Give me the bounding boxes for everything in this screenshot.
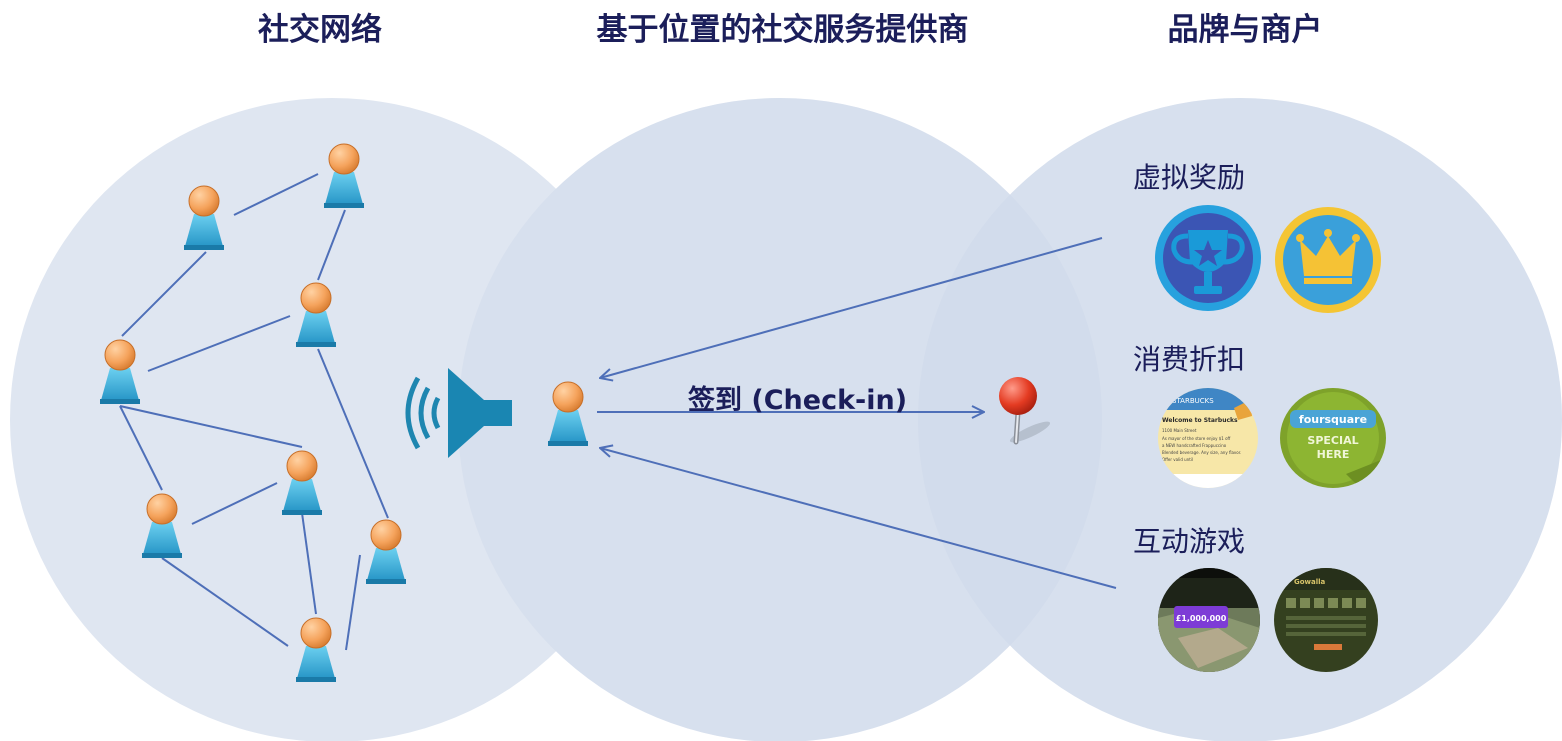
label-virtual-rewards: 虚拟奖励 xyxy=(1133,161,1246,194)
gowalla-brand: Gowalla xyxy=(1294,578,1326,586)
svg-text:As mayor of the store enjoy $1: As mayor of the store enjoy $1 off xyxy=(1162,436,1231,441)
label-interactive-games: 互动游戏 xyxy=(1133,525,1246,558)
svg-text:Blended beverage. Any size, an: Blended beverage. Any size, any flavor. xyxy=(1162,450,1241,455)
map-pin-icon xyxy=(999,377,1051,445)
svg-text:a NEW handcrafted Frappuccino: a NEW handcrafted Frappuccino xyxy=(1162,443,1227,448)
starbucks-offer-thumbnail: STARBUCKS Welcome to Starbucks 1100 Main… xyxy=(1158,388,1258,488)
game-arrow xyxy=(600,448,1117,589)
title-brands-merchants: 品牌与商户 xyxy=(1167,12,1323,48)
label-discounts: 消费折扣 xyxy=(1133,343,1246,376)
svg-text:Offer valid until: Offer valid until xyxy=(1162,457,1193,462)
svg-text:1100 Main Street: 1100 Main Street xyxy=(1162,428,1197,433)
speaker-icon xyxy=(405,368,512,458)
starbucks-title: Welcome to Starbucks xyxy=(1162,417,1238,424)
title-lbs-provider: 基于位置的社交服务提供商 xyxy=(596,12,969,48)
network-edges xyxy=(119,173,389,651)
starbucks-header: STARBUCKS xyxy=(1172,397,1214,405)
title-social-network: 社交网络 xyxy=(258,12,382,48)
foursquare-brand: foursquare xyxy=(1299,413,1367,426)
foursquare-special-thumbnail: foursquare SPECIAL HERE xyxy=(1280,388,1386,488)
gowalla-screenshot-thumbnail: Gowalla xyxy=(1274,568,1378,672)
reward-arrow xyxy=(600,237,1103,378)
crown-badge-icon xyxy=(1275,207,1381,313)
circle-social xyxy=(10,98,654,741)
trophy-badge-icon xyxy=(1155,205,1261,311)
checkin-label: 签到 (Check-in) xyxy=(688,385,908,416)
arrows xyxy=(597,237,1117,589)
special-text: SPECIAL xyxy=(1307,434,1358,447)
game-screenshot-thumbnail: £1,000,000 xyxy=(1158,568,1260,672)
game-badge-text: £1,000,000 xyxy=(1176,614,1227,623)
circle-lbs xyxy=(458,98,1102,741)
here-text: HERE xyxy=(1317,448,1350,461)
